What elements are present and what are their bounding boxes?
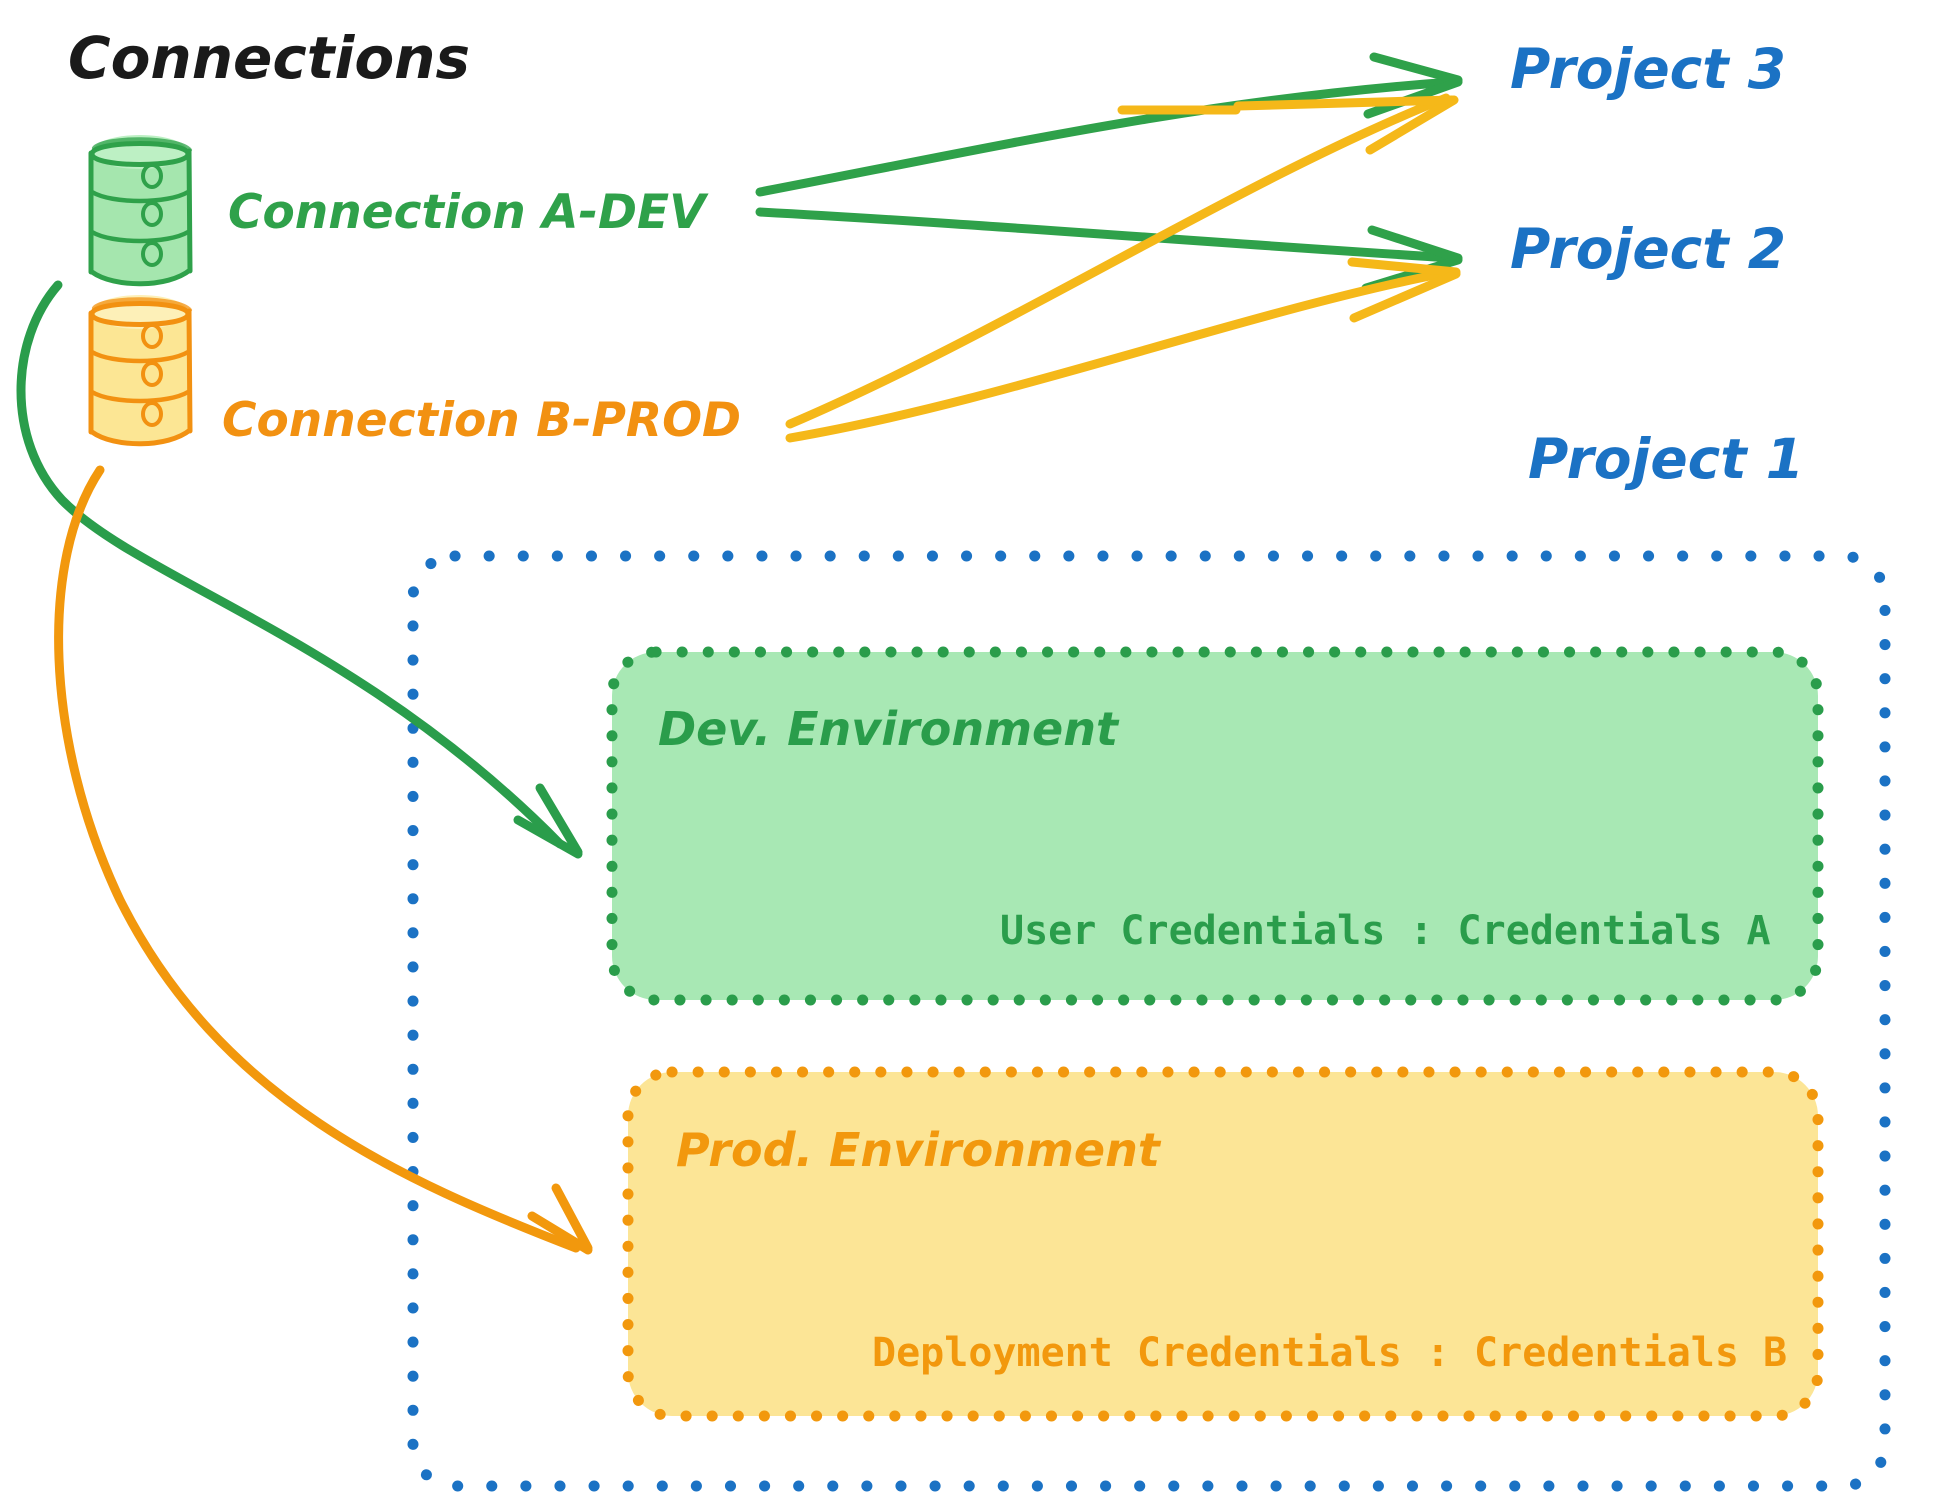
project-1-label[interactable]: Project 1 — [1528, 427, 1804, 491]
project-2-label[interactable]: Project 2 — [1510, 217, 1786, 281]
dev-environment-credentials: User Credentials : Credentials A — [1000, 908, 1771, 954]
connection-b-prod-label: Connection B-PROD — [222, 393, 741, 448]
page-title: Connections — [68, 24, 470, 92]
project-1-dotted-border — [407, 550, 1891, 1492]
arrow-b-prod-to-prod-environment — [54, 465, 593, 1255]
database-cylinder-icon — [88, 295, 193, 447]
arrow-b-prod-to-project-3-head — [1233, 95, 1457, 111]
prod-environment-box[interactable]: Prod. Environment Deployment Credentials… — [622, 1066, 1824, 1422]
dev-environment-fill — [612, 652, 1818, 1000]
prod-environment-dotted-border — [622, 1066, 1824, 1422]
arrow-b-prod-to-project-3 — [785, 93, 1459, 429]
prod-environment-title: Prod. Environment — [676, 1123, 1162, 1177]
prod-environment-fill — [628, 1072, 1818, 1416]
project-1-container — [407, 550, 1891, 1492]
prod-environment-credentials: Deployment Credentials : Credentials B — [872, 1330, 1787, 1376]
arrow-a-dev-to-dev-environment — [16, 280, 583, 859]
dev-environment-box[interactable]: Dev. Environment User Credentials : Cred… — [606, 646, 1824, 1006]
connection-a-dev-label: Connection A-DEV — [228, 185, 709, 240]
dev-environment-title: Dev. Environment — [658, 702, 1120, 756]
connection-b-prod-item[interactable]: Connection B-PROD — [88, 295, 741, 448]
arrow-a-dev-to-project-2 — [755, 207, 1463, 293]
arrow-b-prod-to-project-2 — [785, 257, 1461, 443]
project-3-label[interactable]: Project 3 — [1510, 37, 1786, 101]
connection-a-dev-item[interactable]: Connection A-DEV — [88, 135, 709, 287]
database-cylinder-icon — [88, 135, 193, 287]
